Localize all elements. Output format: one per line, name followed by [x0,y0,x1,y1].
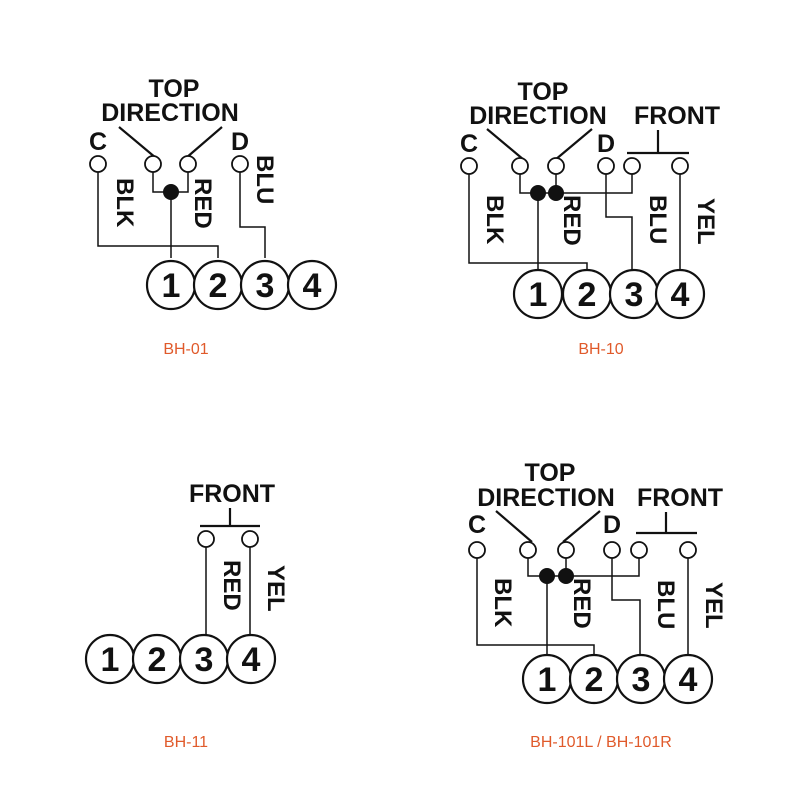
terminal-front-left [197,530,215,548]
d-label: D [603,511,621,539]
pin-4-number: 4 [679,661,698,699]
wire-blk [468,174,588,272]
terminal-front-right [671,157,689,175]
pin-4-number: 4 [303,267,322,305]
direction-switch-blades [495,510,601,543]
pin-3-number: 3 [625,276,644,314]
wire-label-blk: BLK [489,578,516,628]
terminal-front-left [630,541,648,559]
terminal-front-left [623,157,641,175]
pin-2-number: 2 [578,276,597,314]
d-label: D [231,128,249,156]
pin-4-number: 4 [671,276,690,314]
c-label: C [460,130,478,158]
wire-blu [239,172,266,258]
terminal-front-right [679,541,697,559]
terminal-d [603,541,621,559]
d-label: D [597,130,615,158]
junction-dot [539,568,555,584]
pin-4 [225,633,277,685]
pin-4 [662,653,714,705]
pin-4 [654,268,706,320]
terminal-d [231,155,249,173]
front-common-link [556,174,633,194]
wire-label-red: RED [218,560,245,611]
diagram-bh-10: TOP DIRECTION FRONT C D BLK RED BLU YEL … [460,78,720,358]
diagram-bh-11: FRONT RED YEL 1 2 3 4 BH-11 [84,480,289,751]
front-switch-bar [627,130,689,155]
wire-label-blu: BLU [644,195,671,244]
wire-label-red: RED [568,578,595,629]
c-label: C [89,128,107,156]
pin-1-number: 1 [529,276,548,314]
wire-label-blk: BLK [481,195,508,245]
front-switch-bar [636,512,697,535]
junction-dot [558,568,574,584]
top-label: TOP [149,75,200,103]
terminal-direction-right [179,155,197,173]
direction-label: DIRECTION [469,102,607,130]
direction-switch-blades [486,128,593,161]
wire-label-blk: BLK [111,178,138,228]
terminal-direction-right [547,157,565,175]
pin-1-number: 1 [162,267,181,305]
caption-bh-11: BH-11 [164,734,208,751]
front-label: FRONT [637,484,723,512]
wire-blk [476,558,595,655]
terminal-front-right [241,530,259,548]
pin-3-number: 3 [195,641,214,679]
front-label: FRONT [189,480,275,508]
pin-2-number: 2 [209,267,228,305]
wire-label-yel: YEL [700,582,727,629]
c-label: C [468,511,486,539]
wire-label-red: RED [189,178,216,229]
pin-2-number: 2 [585,661,604,699]
wire-blu [605,174,633,272]
terminal-c [468,541,486,559]
wire-label-yel: YEL [262,565,289,612]
terminal-c [460,157,478,175]
pin-4 [286,259,338,311]
wire-label-red: RED [558,195,585,246]
terminal-direction-left [511,157,529,175]
wire-label-yel: YEL [692,198,719,245]
caption-bh-10: BH-10 [578,341,623,358]
top-label: TOP [518,78,569,106]
pin-1-number: 1 [101,641,120,679]
terminal-d [597,157,615,175]
diagram-bh-101: TOP DIRECTION FRONT C D BLK RED BLU YEL … [468,459,727,751]
pin-3-number: 3 [256,267,275,305]
terminal-direction-right [557,541,575,559]
diagram-bh-01: TOP DIRECTION C D BLK RED BLU 1 2 3 4 BH… [89,75,338,358]
direction-label: DIRECTION [477,484,615,512]
front-common-link [566,558,640,577]
direction-label: DIRECTION [101,99,239,127]
pin-2-number: 2 [148,641,167,679]
terminal-direction-left [144,155,162,173]
caption-bh-101: BH-101L / BH-101R [530,734,672,751]
junction-dot [530,185,546,201]
wire-label-blu: BLU [251,155,278,204]
direction-switch-blades [118,126,223,159]
junction-dot [163,184,179,200]
front-label: FRONT [634,102,720,130]
wire-blk [97,172,219,258]
top-label: TOP [525,459,576,487]
terminal-c [89,155,107,173]
front-switch-bar [200,508,260,528]
pin-4-number: 4 [242,641,261,679]
wire-label-blu: BLU [652,580,679,629]
pin-3-number: 3 [632,661,651,699]
caption-bh-01: BH-01 [163,341,208,358]
terminal-direction-left [519,541,537,559]
junction-dot [548,185,564,201]
wire-blu [611,558,641,655]
pin-1-number: 1 [538,661,557,699]
